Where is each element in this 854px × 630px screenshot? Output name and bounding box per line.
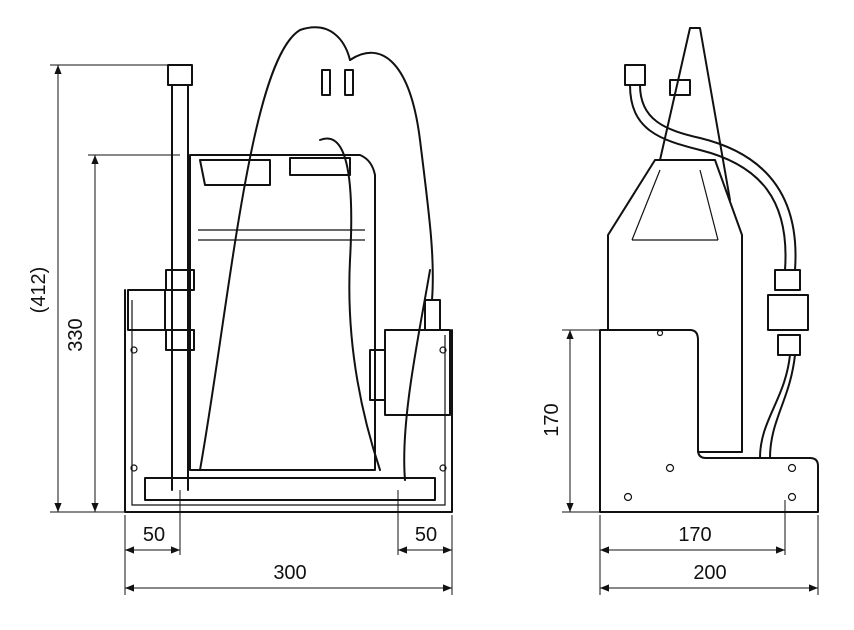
side-pipe-and-valve [624, 27, 809, 459]
side-view [599, 27, 819, 513]
pipe [127, 64, 195, 491]
dim-base-height: 170 [541, 403, 563, 436]
dim-right-offset: 50 [415, 524, 437, 546]
dim-depth: 200 [693, 562, 726, 584]
dim-overall-height: (412) [28, 267, 50, 314]
side-frame [599, 329, 819, 513]
front-frame [124, 289, 453, 513]
cables [199, 26, 434, 481]
pump [369, 299, 451, 416]
side-dimensions: 170 170 200 [541, 329, 819, 595]
dim-width: 300 [273, 562, 306, 584]
dim-left-offset: 50 [143, 524, 165, 546]
front-view [124, 26, 453, 513]
side-canister [607, 159, 743, 453]
dim-tank-height: 330 [65, 318, 87, 351]
canister [189, 154, 376, 471]
dim-inner-depth: 170 [678, 524, 711, 546]
front-dimensions: (412) 330 50 50 300 [28, 64, 453, 595]
